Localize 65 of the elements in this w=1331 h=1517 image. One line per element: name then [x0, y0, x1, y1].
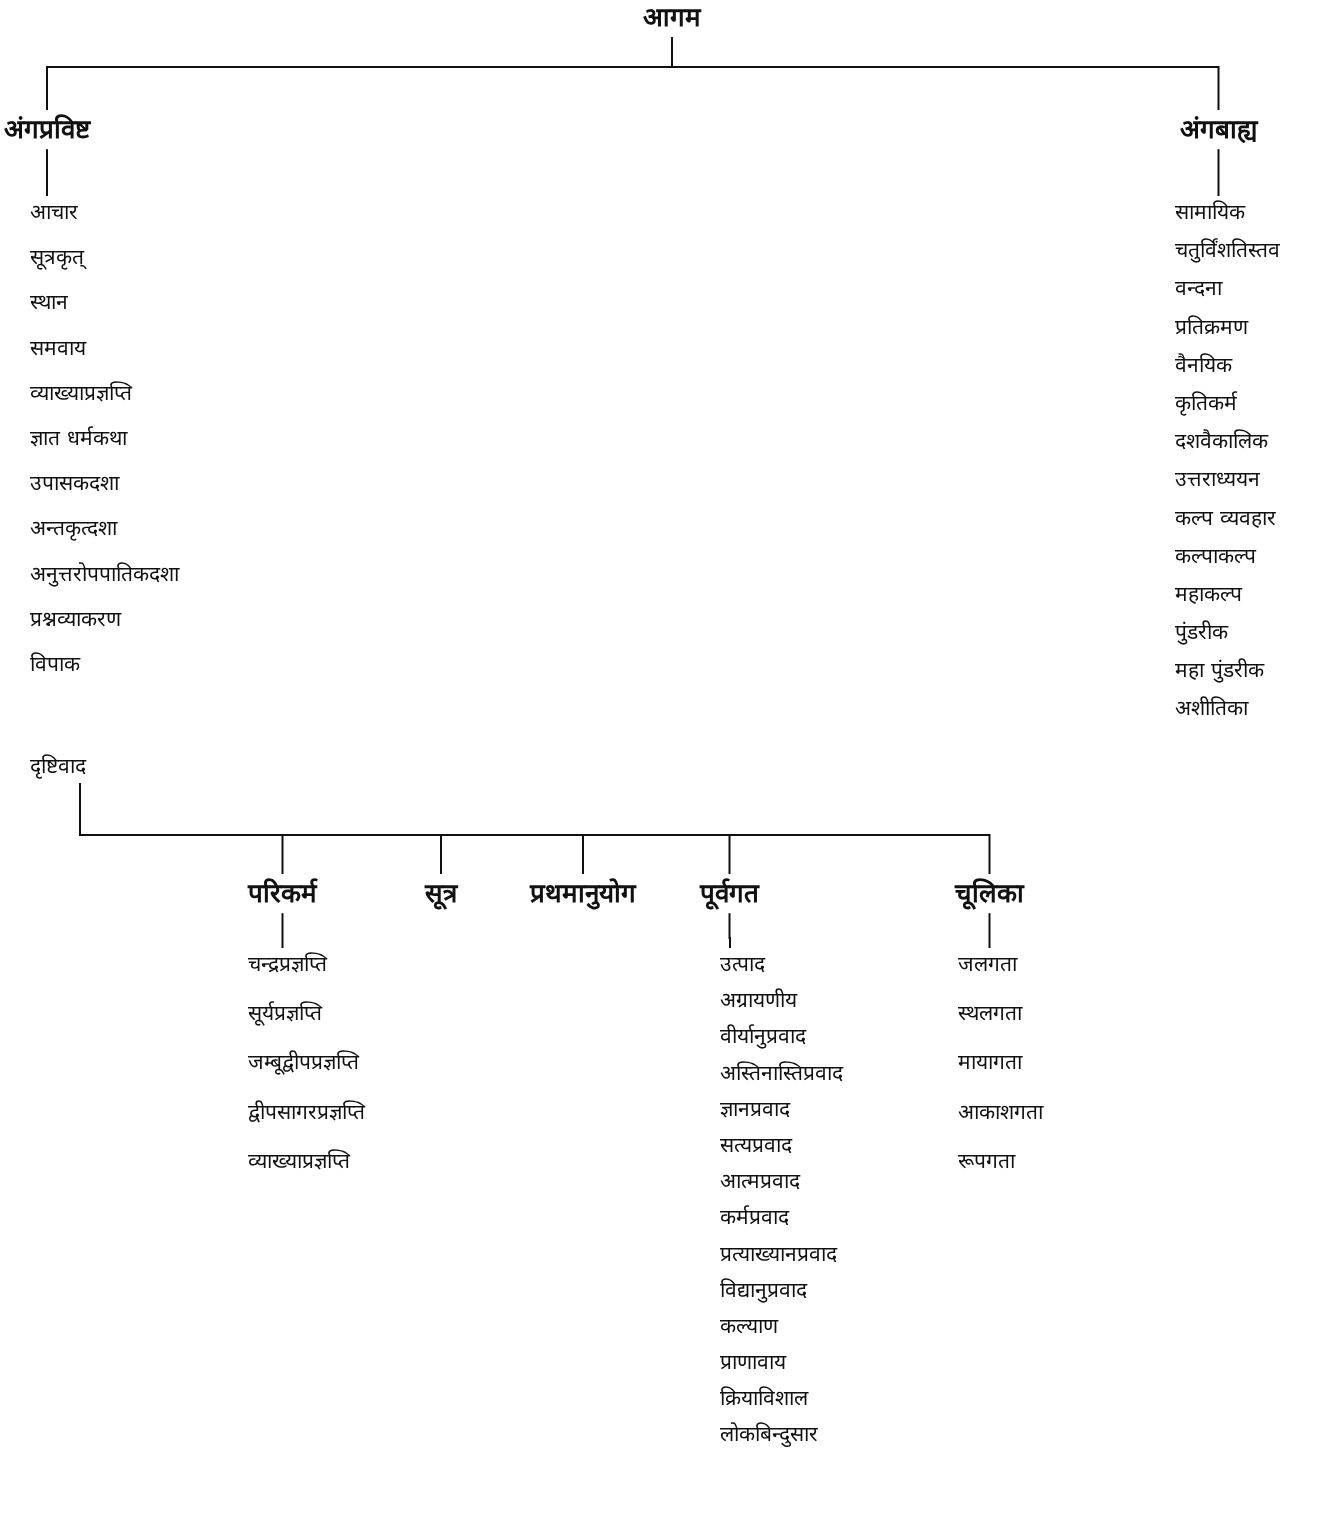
category-heading: आगम	[643, 2, 701, 34]
list-item: दृष्टिवाद	[30, 754, 86, 780]
list-item: चन्द्रप्रज्ञप्ति	[248, 952, 329, 978]
list-item: अशीतिका	[1175, 696, 1250, 722]
list-item: कल्याण	[720, 1313, 780, 1340]
list-item: उपासकदशा	[30, 471, 121, 497]
category-heading: चूलिका	[955, 878, 1024, 910]
category-heading: परिकर्म	[248, 878, 317, 910]
list-item: उत्पाद	[720, 952, 767, 978]
list-item: वन्दना	[1175, 276, 1224, 302]
tree-connector	[79, 782, 991, 875]
list-item: अस्तिनास्तिप्रवाद	[720, 1060, 843, 1086]
list-item: मायागता	[958, 1050, 1024, 1076]
list-item: स्थान	[30, 290, 69, 316]
list-item: आचार	[30, 200, 79, 226]
list-item: समवाय	[30, 335, 88, 361]
list-item: जलगता	[958, 952, 1019, 978]
list-item: कल्प व्यवहार	[1175, 505, 1277, 531]
tree-connector	[728, 912, 731, 949]
tree-connector	[281, 912, 284, 949]
list-item: द्वीपसागरप्रज्ञप्ति	[248, 1099, 365, 1125]
list-item: प्रश्नव्याकरण	[30, 606, 123, 632]
category-heading: अंगप्रविष्ट	[4, 114, 90, 146]
list-item: रूपगता	[958, 1148, 1017, 1174]
list-item: व्याख्याप्रज्ञप्ति	[30, 380, 134, 406]
tree-connector	[46, 148, 48, 197]
list-item: आत्मप्रवाद	[720, 1169, 802, 1195]
tree-connector	[671, 36, 1220, 111]
list-item: वैनयिक	[1175, 352, 1234, 378]
list-item: महाकल्प	[1175, 581, 1244, 608]
list-item: दशवैकालिक	[1175, 429, 1270, 455]
list-item: सूर्यप्रज्ञप्ति	[248, 1001, 324, 1027]
list-item: स्थलगता	[958, 1001, 1024, 1027]
list-item: सत्यप्रवाद	[720, 1132, 794, 1159]
list-item: कृतिकर्म	[1175, 390, 1238, 417]
list-item: ज्ञानप्रवाद	[720, 1096, 792, 1122]
list-item: सामायिक	[1175, 200, 1247, 226]
list-item: जम्बूद्वीपप्रज्ञप्ति	[248, 1050, 361, 1076]
list-item: कल्पाकल्प	[1175, 543, 1258, 569]
list-item: लोकबिन्दुसार	[720, 1422, 819, 1448]
list-item: व्याख्याप्रज्ञप्ति	[248, 1148, 352, 1174]
list-item: चतुर्विंशतिस्तव	[1175, 238, 1280, 264]
list-item: आकाशगता	[958, 1099, 1043, 1125]
list-item: अन्तकृत्दशा	[30, 516, 119, 542]
list-item: ज्ञात धर्मकथा	[30, 425, 129, 452]
list-item: महा पुंडरीक	[1175, 658, 1266, 684]
category-heading: पूर्वगत	[700, 878, 759, 910]
list-item: कर्मप्रवाद	[720, 1205, 791, 1231]
list-item: प्राणावाय	[720, 1350, 788, 1376]
list-item: विपाक	[30, 651, 82, 678]
list-item: प्रत्याख्यानप्रवाद	[720, 1241, 839, 1267]
list-item: प्रतिक्रमण	[1175, 314, 1250, 340]
tree-connector	[988, 912, 991, 949]
list-item: क्रियाविशाल	[720, 1386, 810, 1412]
list-item: उत्तराध्ययन	[1175, 467, 1261, 493]
category-heading: अंगबाह्य	[1180, 114, 1257, 146]
list-item: अग्रायणीय	[720, 988, 799, 1014]
category-heading: सूत्र	[425, 878, 457, 910]
list-item: पुंडरीक	[1175, 620, 1230, 646]
list-item: सूत्रकृत्	[30, 245, 179, 271]
tree-connector	[1217, 148, 1220, 197]
category-heading: प्रथमानुयोग	[530, 878, 636, 910]
list-item: वीर्यानुप्रवाद	[720, 1024, 808, 1050]
list-item: विद्यानुप्रवाद	[720, 1277, 809, 1303]
list-item: अनुत्तरोपपातिकदशा	[30, 561, 179, 587]
